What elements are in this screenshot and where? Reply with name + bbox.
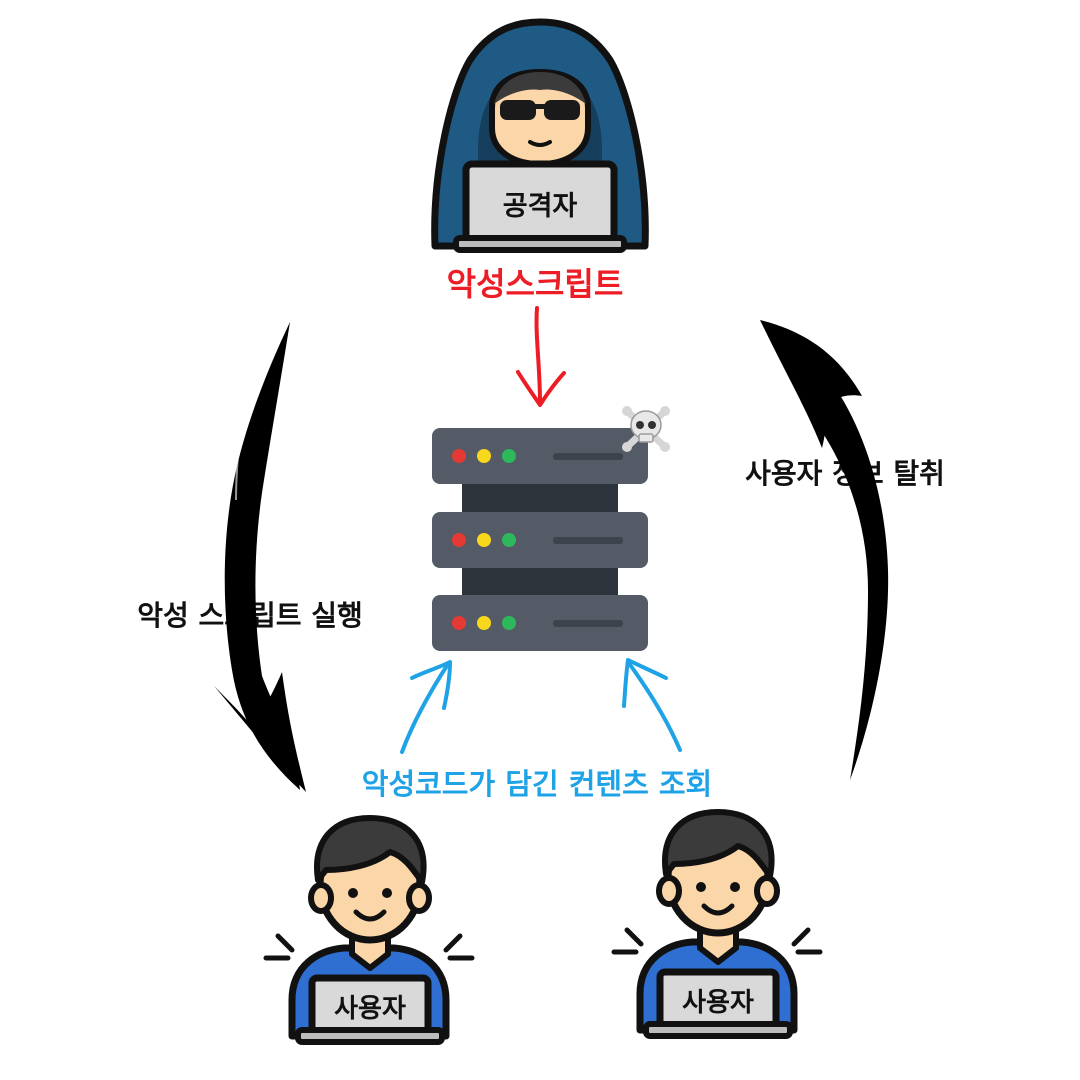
- red-down-arrow-icon: [516, 306, 566, 407]
- attacker-label: 공격자: [503, 191, 578, 222]
- view-content-label: 악성코드가 담긴 컨텐츠 조회: [362, 767, 712, 801]
- user-left-icon: [263, 815, 475, 1045]
- right-brush-arrow-icon: [760, 320, 889, 780]
- left-brush-arrow-icon: [214, 322, 306, 792]
- server-unit: [432, 512, 648, 568]
- server-unit: [432, 428, 648, 484]
- blue-arrow-left-icon: [400, 660, 452, 754]
- server-icon: [432, 428, 648, 651]
- attacker-icon: [431, 18, 649, 253]
- user-right-label: 사용자: [682, 988, 754, 1018]
- skull-crossbones-icon: [622, 406, 670, 452]
- user-left-label: 사용자: [334, 994, 406, 1024]
- user-right-icon: [611, 809, 823, 1039]
- malicious-script-label: 악성스크립트: [447, 265, 624, 303]
- blue-arrow-right-icon: [622, 658, 682, 752]
- server-unit: [432, 595, 648, 651]
